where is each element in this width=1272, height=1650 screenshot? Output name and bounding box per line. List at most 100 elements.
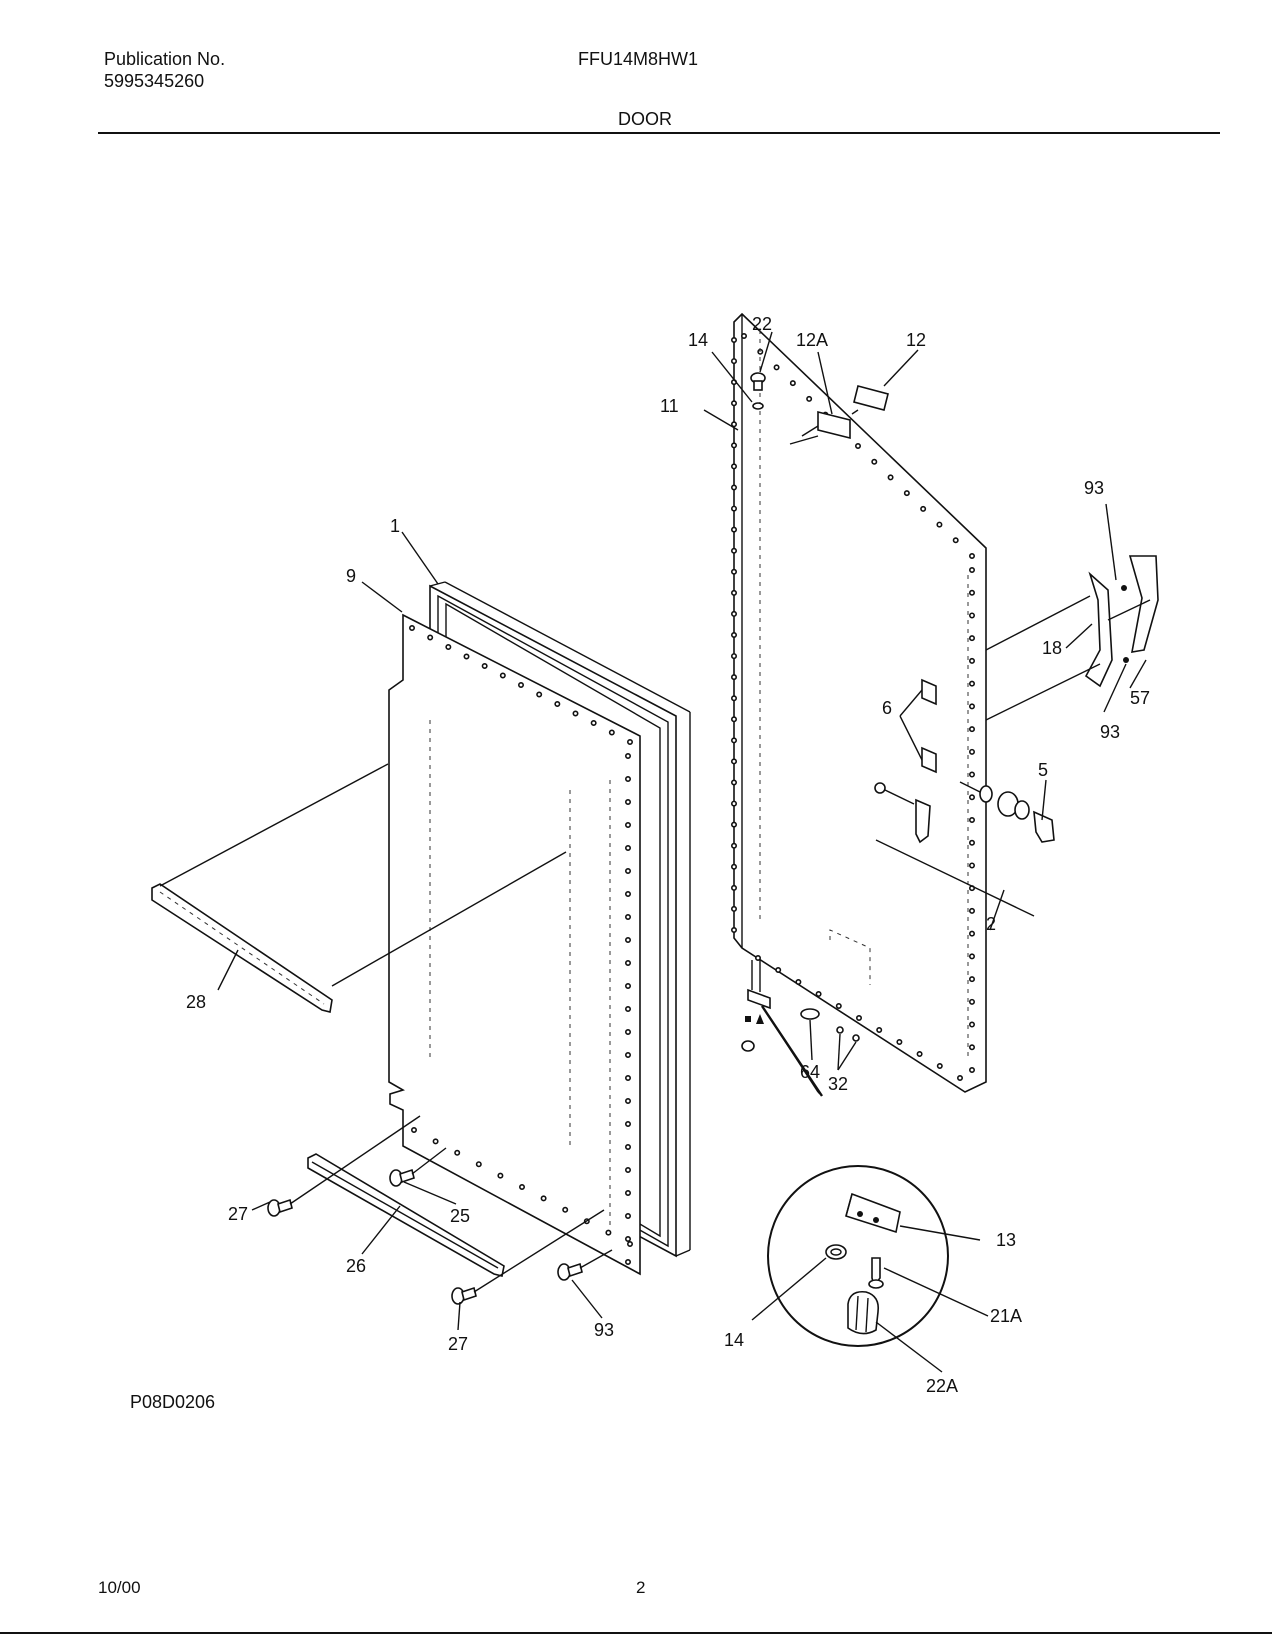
- liner-hole: [624, 1213, 631, 1220]
- door-hole: [815, 990, 822, 997]
- trim-28-part: [151, 883, 333, 1013]
- footer-date: 10/00: [98, 1578, 141, 1597]
- callout-57: 57: [1130, 688, 1150, 708]
- liner-hole: [624, 752, 631, 759]
- door-hole: [730, 589, 737, 596]
- door-hole: [968, 930, 975, 937]
- door-hole: [916, 1051, 923, 1058]
- liner-hole: [463, 653, 470, 660]
- callout-28: 28: [186, 992, 206, 1012]
- door-hole: [730, 568, 737, 575]
- door-hole: [795, 978, 802, 985]
- liner-hole: [590, 719, 597, 726]
- liner-hole: [624, 890, 631, 897]
- callout-27-bottom: 27: [448, 1334, 468, 1354]
- publication-label: Publication No.: [104, 49, 226, 69]
- door-hole: [730, 716, 737, 723]
- liner-hole: [410, 1127, 417, 1134]
- inner-liner-part: [388, 613, 641, 1276]
- lock-part: [959, 781, 1055, 843]
- door-hole: [968, 771, 975, 778]
- liner-hole: [427, 634, 434, 641]
- door-hole: [730, 674, 737, 681]
- door-hole: [730, 421, 737, 428]
- door-panel-part: [730, 312, 987, 1093]
- door-hole: [968, 657, 975, 664]
- liner-hole: [554, 700, 561, 707]
- callout-21a: 21A: [990, 1306, 1022, 1326]
- door-hole: [968, 907, 975, 914]
- callout-12a: 12A: [796, 330, 828, 350]
- callout-18: 18: [1042, 638, 1062, 658]
- liner-hole: [626, 1241, 633, 1248]
- door-hole: [968, 703, 975, 710]
- liner-hole: [454, 1149, 461, 1156]
- door-hole: [903, 490, 910, 497]
- assembly-lines: [159, 409, 1151, 1293]
- door-hole: [854, 442, 861, 449]
- callout-22: 22: [752, 314, 772, 334]
- door-hole: [740, 332, 747, 339]
- liner-hole: [624, 798, 631, 805]
- liner-hole: [624, 1190, 631, 1197]
- door-hole: [730, 863, 737, 870]
- door-hole: [730, 884, 737, 891]
- liner-hole: [518, 1184, 525, 1191]
- liner-hole: [408, 624, 415, 631]
- liner-hole: [624, 1005, 631, 1012]
- callout-64: 64: [800, 1062, 820, 1082]
- top-hardware: [750, 372, 889, 440]
- door-hole: [936, 521, 943, 528]
- liner-hole: [624, 1029, 631, 1036]
- callout-1: 1: [390, 516, 400, 536]
- door-hole: [968, 1021, 975, 1028]
- door-hole: [773, 364, 780, 371]
- door-hole: [730, 526, 737, 533]
- callout-2: 2: [986, 914, 996, 934]
- door-hole: [730, 631, 737, 638]
- door-hole: [730, 842, 737, 849]
- door-hole: [835, 1002, 842, 1009]
- callout-13: 13: [996, 1230, 1016, 1250]
- callout-25: 25: [450, 1206, 470, 1226]
- door-hole: [968, 566, 975, 573]
- door-hole: [855, 1014, 862, 1021]
- callout-22a: 22A: [926, 1376, 958, 1396]
- door-hole: [730, 800, 737, 807]
- liner-hole: [562, 1206, 569, 1213]
- liner-hole: [536, 691, 543, 698]
- door-hole: [789, 380, 796, 387]
- liner-hole: [624, 775, 631, 782]
- callout-27-left: 27: [228, 1204, 248, 1224]
- liner-hole: [499, 672, 506, 679]
- liner-hole: [475, 1161, 482, 1168]
- liner-hole: [572, 710, 579, 717]
- figure-code: P08D0206: [130, 1392, 216, 1412]
- door-hole: [876, 1027, 883, 1034]
- liner-hole: [624, 844, 631, 851]
- door-hole: [871, 458, 878, 465]
- liner-hole: [626, 738, 633, 745]
- callout-9: 9: [346, 566, 356, 586]
- door-hole: [968, 839, 975, 846]
- door-hole: [968, 680, 975, 687]
- door-hole: [730, 358, 737, 365]
- door-hole: [730, 336, 737, 343]
- door-hole: [775, 966, 782, 973]
- door-hole: [730, 737, 737, 744]
- section-title: DOOR: [618, 109, 672, 129]
- door-hole: [754, 954, 761, 961]
- callout-14-detail: 14: [724, 1330, 744, 1350]
- door-hole: [956, 1075, 963, 1082]
- bracket-part: [874, 678, 937, 844]
- door-hole: [730, 653, 737, 660]
- door-hole: [896, 1039, 903, 1046]
- door-hole: [730, 758, 737, 765]
- liner-hole: [445, 643, 452, 650]
- door-hole: [730, 905, 737, 912]
- door-hole: [968, 589, 975, 596]
- door-hole: [887, 474, 894, 481]
- liner-hole: [608, 729, 615, 736]
- page-number: 2: [636, 1578, 646, 1597]
- door-hole: [730, 926, 737, 933]
